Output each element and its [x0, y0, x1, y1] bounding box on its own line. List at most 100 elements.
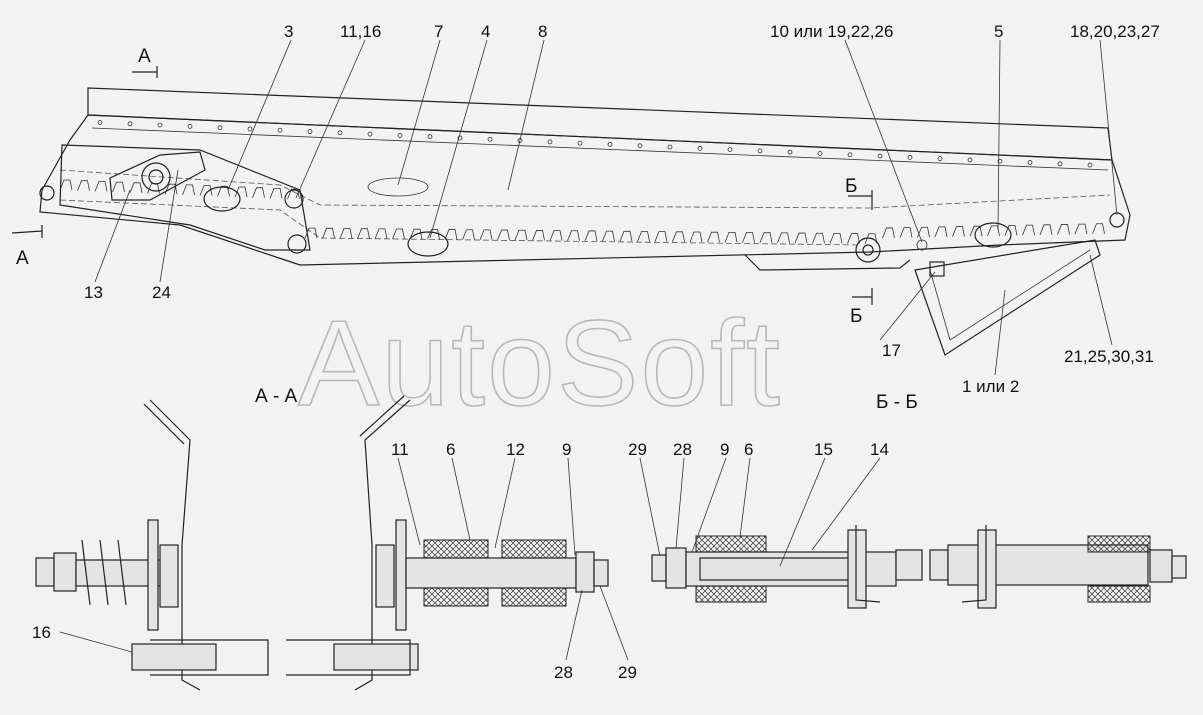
belt-cleat	[794, 232, 808, 244]
bolt-16	[131, 643, 217, 671]
belt-cleat	[532, 230, 545, 241]
callout-14: 14	[870, 440, 889, 459]
belt-cleat	[1057, 224, 1070, 235]
belt-cleat	[77, 180, 90, 191]
plate-right-a	[395, 519, 407, 631]
section-b-bottom-mark	[852, 288, 873, 305]
callout-7: 7	[434, 22, 443, 41]
belt-cleat	[619, 230, 633, 242]
belt-cleat	[182, 184, 195, 196]
belt-cleat	[1092, 223, 1105, 234]
rail-rivet	[967, 157, 973, 163]
belt-cleat	[759, 232, 773, 243]
belt-cleat	[462, 229, 475, 240]
hidden-belt-lower	[59, 199, 861, 246]
callout-10-19-22-26: 10 или 19,22,26	[770, 22, 893, 41]
roller-right-hub	[862, 244, 874, 256]
rail-rivet	[937, 156, 943, 162]
lower-bracket	[744, 254, 911, 271]
callout-4: 4	[481, 22, 490, 41]
shaft-left-a	[75, 559, 177, 587]
belt-cleat	[917, 226, 930, 238]
flange-b-right	[977, 529, 997, 609]
flap-inner	[929, 249, 1091, 341]
belt-cleat	[269, 188, 283, 199]
washer-28a	[575, 551, 595, 593]
callout-9-b: 9	[720, 440, 729, 459]
section-b-top-mark	[848, 190, 873, 210]
belt-cleat	[374, 228, 388, 239]
belt-cleat	[59, 179, 73, 191]
belt-cleat	[147, 183, 160, 194]
callout-29: 29	[618, 663, 637, 682]
flange-b-left	[847, 529, 867, 609]
callout-29-b: 29	[628, 440, 647, 459]
belt-cleat	[549, 230, 563, 241]
inspection-window	[367, 177, 429, 197]
callout-1-or-2: 1 или 2	[962, 377, 1019, 396]
left-plate	[59, 144, 311, 251]
belt-cleat	[164, 183, 178, 195]
belt-cleat	[94, 181, 108, 192]
rail-rivet	[367, 131, 373, 137]
watermark-text: AutoSoft	[298, 295, 782, 431]
belt-cleat	[812, 232, 825, 244]
spring-washers-a	[81, 539, 127, 606]
rail-rivets	[97, 120, 1093, 168]
rail-rivet	[607, 142, 613, 147]
belt-cleat	[304, 227, 318, 239]
marker-a-bottom: А	[16, 248, 29, 269]
rail-rivet	[727, 147, 733, 153]
marker-b-top: Б	[845, 176, 857, 197]
rail-rivet	[637, 143, 643, 149]
rail-rivet	[157, 122, 163, 128]
rail-rivet	[187, 123, 193, 129]
callout-5: 5	[994, 22, 1003, 41]
belt-cleat	[129, 182, 143, 193]
belt-cleat	[514, 229, 528, 241]
rail-rivet	[247, 126, 253, 132]
belt-cleat	[707, 231, 720, 243]
rail-rivet	[847, 152, 853, 158]
conveyor-body	[39, 114, 1131, 266]
belt-cleat	[602, 230, 615, 242]
conveyor-side-view	[11, 66, 1131, 356]
roller-lower-left	[287, 234, 307, 254]
rail-rivet	[127, 121, 133, 127]
belt-cleat	[777, 232, 790, 244]
nut-left-a	[35, 557, 55, 587]
belt-cleat	[392, 228, 405, 240]
tension-arm	[109, 151, 206, 201]
plate-left-a	[147, 519, 159, 631]
belt-cleat	[1022, 224, 1035, 236]
section-label-b-b: Б - Б	[876, 392, 918, 413]
belt-cleat	[497, 229, 510, 241]
washer-28b	[665, 547, 687, 589]
fastener-group-3	[203, 186, 241, 212]
roller-sleeve-6a	[423, 539, 489, 559]
belt-cleat	[567, 230, 580, 241]
section-a-top-mark	[132, 66, 158, 78]
callout-24: 24	[152, 283, 171, 302]
callout-15: 15	[814, 440, 833, 459]
belt-cleat	[637, 231, 650, 242]
callout-9: 9	[562, 440, 571, 459]
callout-28-b: 28	[673, 440, 692, 459]
rail-rivet	[307, 129, 313, 134]
flap-1-2	[914, 239, 1101, 356]
belt-cleat	[987, 225, 1000, 236]
belt-cleat	[1039, 224, 1053, 235]
rail-rivet	[427, 134, 433, 140]
section-labels: А - А Б - Б А А Б Б	[16, 46, 918, 413]
rail-rivet	[1057, 161, 1063, 167]
drive-sprocket	[141, 162, 171, 192]
leader-lines	[94, 39, 1118, 376]
rail-rivet	[487, 136, 493, 142]
nut-29a	[593, 559, 609, 587]
belt-cleat	[882, 227, 895, 239]
section-b-b	[651, 525, 1187, 609]
bracket-left-a	[149, 399, 201, 691]
belt-cleat	[252, 187, 265, 198]
